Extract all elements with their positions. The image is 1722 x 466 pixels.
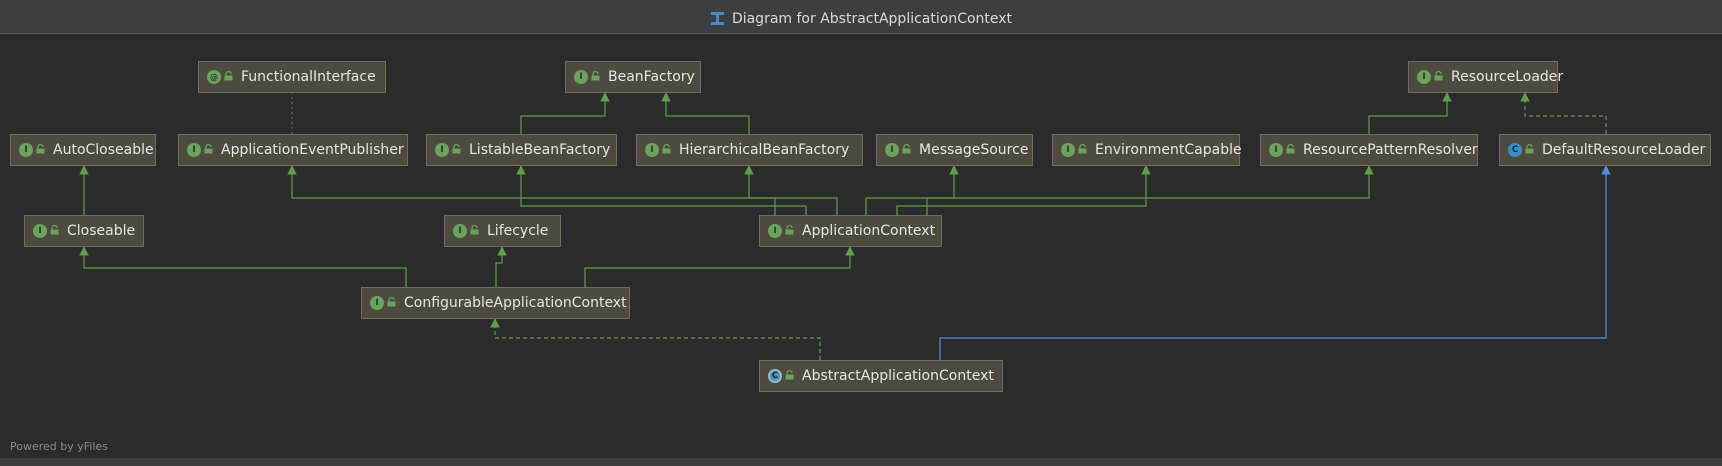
- public-visibility-icon: [1434, 70, 1443, 84]
- public-visibility-icon: [387, 296, 396, 310]
- node-label: AutoCloseable: [53, 142, 154, 158]
- interface-icon: I: [1269, 143, 1283, 157]
- node-bean-factory[interactable]: I BeanFactory: [565, 61, 701, 93]
- node-configurable-application-context[interactable]: I ConfigurableApplicationContext: [361, 287, 630, 319]
- title-bar: Diagram for AbstractApplicationContext: [0, 4, 1722, 34]
- edge-application-context-to-hierarchical-bean-factory: [744, 165, 838, 215]
- public-visibility-icon: [1286, 143, 1295, 157]
- edge-application-context-to-environment-capable: [896, 165, 1151, 215]
- node-hierarchical-bean-factory[interactable]: I HierarchicalBeanFactory: [636, 134, 863, 166]
- top-strip: [0, 0, 1722, 4]
- node-label: BeanFactory: [608, 69, 695, 85]
- interface-icon: I: [1417, 70, 1431, 84]
- node-label: MessageSource: [919, 142, 1029, 158]
- edge-configurable-application-context-to-lifecycle: [495, 246, 507, 287]
- edge-application-context-to-listable-bean-factory: [516, 165, 807, 215]
- public-visibility-icon: [204, 143, 213, 157]
- public-visibility-icon: [662, 143, 671, 157]
- node-closeable[interactable]: I Closeable: [24, 215, 144, 247]
- edge-resource-pattern-resolver-to-resource-loader: [1368, 92, 1452, 134]
- node-label: ResourceLoader: [1451, 69, 1564, 85]
- public-visibility-icon: [50, 224, 59, 238]
- node-label: AbstractApplicationContext: [802, 368, 994, 384]
- powered-by: Powered by yFiles: [10, 440, 108, 453]
- diagram-icon: [710, 11, 725, 26]
- interface-icon: I: [19, 143, 33, 157]
- node-listable-bean-factory[interactable]: I ListableBeanFactory: [426, 134, 617, 166]
- interface-icon: I: [768, 224, 782, 238]
- node-label: Lifecycle: [487, 223, 549, 239]
- edge-configurable-application-context-to-application-context: [584, 246, 855, 287]
- interface-icon: I: [453, 224, 467, 238]
- edges-layer: [79, 92, 1611, 360]
- public-visibility-icon: [1078, 143, 1087, 157]
- public-visibility-icon: [785, 369, 794, 383]
- interface-icon: I: [370, 296, 384, 310]
- abstract-class-icon: C: [768, 369, 782, 383]
- node-application-context[interactable]: I ApplicationContext: [759, 215, 942, 247]
- node-application-event-publisher[interactable]: I ApplicationEventPublisher: [178, 134, 408, 166]
- node-resource-pattern-resolver[interactable]: I ResourcePatternResolver: [1260, 134, 1478, 166]
- node-label: ApplicationEventPublisher: [221, 142, 404, 158]
- public-visibility-icon: [470, 224, 479, 238]
- node-label: DefaultResourceLoader: [1542, 142, 1706, 158]
- node-message-source[interactable]: I MessageSource: [876, 134, 1033, 166]
- interface-icon: I: [574, 70, 588, 84]
- edge-configurable-application-context-to-closeable: [79, 246, 407, 287]
- public-visibility-icon: [452, 143, 461, 157]
- edge-application-context-to-message-source: [865, 165, 959, 215]
- node-label: FunctionalInterface: [241, 69, 376, 85]
- interface-icon: I: [33, 224, 47, 238]
- edge-application-context-to-application-event-publisher: [287, 165, 776, 215]
- public-visibility-icon: [591, 70, 600, 84]
- public-visibility-icon: [1525, 143, 1534, 157]
- edge-listable-bean-factory-to-bean-factory: [520, 92, 610, 134]
- node-abstract-application-context[interactable]: C AbstractApplicationContext: [759, 360, 1003, 392]
- edge-abstract-application-context-to-configurable-application-context: [490, 318, 821, 360]
- node-functional-interface[interactable]: @ FunctionalInterface: [198, 61, 386, 93]
- public-visibility-icon: [902, 143, 911, 157]
- public-visibility-icon: [785, 224, 794, 238]
- edge-abstract-application-context-to-default-resource-loader: [939, 165, 1611, 360]
- window-title: Diagram for AbstractApplicationContext: [731, 10, 1013, 27]
- edge-application-context-to-resource-pattern-resolver: [926, 165, 1374, 215]
- node-label: Closeable: [67, 223, 136, 239]
- node-environment-capable[interactable]: I EnvironmentCapable: [1052, 134, 1242, 166]
- interface-icon: I: [187, 143, 201, 157]
- node-label: EnvironmentCapable: [1095, 142, 1242, 158]
- annotation-icon: @: [207, 70, 221, 84]
- edge-default-resource-loader-to-resource-loader: [1520, 92, 1607, 134]
- node-default-resource-loader[interactable]: C DefaultResourceLoader: [1499, 134, 1711, 166]
- node-auto-closeable[interactable]: I AutoCloseable: [10, 134, 156, 166]
- node-label: HierarchicalBeanFactory: [679, 142, 850, 158]
- interface-icon: I: [1061, 143, 1075, 157]
- node-resource-loader[interactable]: I ResourceLoader: [1408, 61, 1563, 93]
- interface-icon: I: [435, 143, 449, 157]
- bottom-strip: [0, 458, 1722, 466]
- node-lifecycle[interactable]: I Lifecycle: [444, 215, 561, 247]
- public-visibility-icon: [36, 143, 45, 157]
- interface-icon: I: [885, 143, 899, 157]
- node-label: ConfigurableApplicationContext: [404, 295, 627, 311]
- node-label: ResourcePatternResolver: [1303, 142, 1478, 158]
- class-icon: C: [1508, 143, 1522, 157]
- node-label: ListableBeanFactory: [469, 142, 611, 158]
- public-visibility-icon: [224, 70, 233, 84]
- interface-icon: I: [645, 143, 659, 157]
- edge-hierarchical-bean-factory-to-bean-factory: [661, 92, 750, 134]
- node-label: ApplicationContext: [802, 223, 936, 239]
